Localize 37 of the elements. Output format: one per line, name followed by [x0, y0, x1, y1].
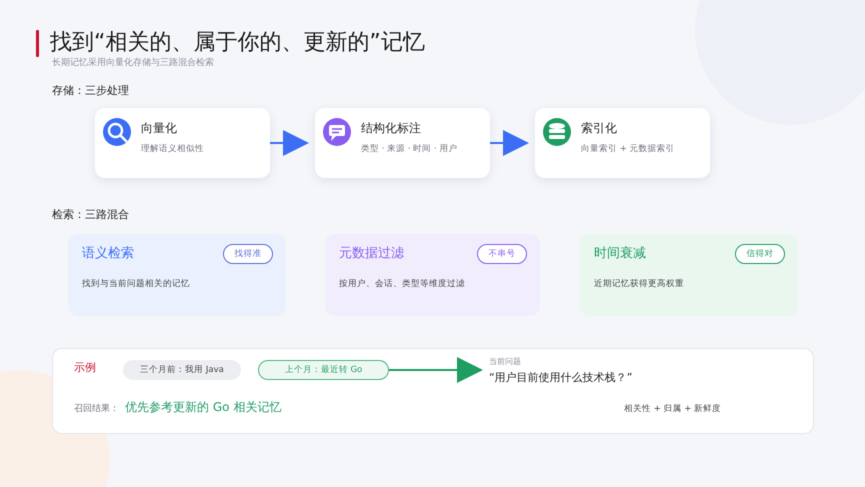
- example-panel: [52, 348, 814, 434]
- card-title: 元数据过滤: [339, 245, 404, 262]
- result-text: 优先参考更新的 Go 相关记忆: [125, 399, 282, 416]
- arrow: [270, 130, 309, 156]
- memory-pill: 三个月前：我用 Java: [123, 360, 241, 380]
- method-card: [325, 234, 540, 316]
- section-heading: 存储：三步处理: [52, 83, 129, 98]
- card-title: 索引化: [581, 120, 617, 137]
- method-card: [68, 234, 286, 316]
- card-title: 向量化: [141, 120, 177, 137]
- example-heading: 示例: [74, 360, 96, 375]
- method-card: [580, 234, 798, 316]
- question-text: “用户目前使用什么技术栈？”: [489, 370, 632, 385]
- card-title: 时间衰减: [594, 245, 646, 262]
- card-subtitle: 理解语义相似性: [141, 143, 204, 155]
- process-card: [535, 108, 710, 178]
- tag-badge: 找得准: [223, 244, 273, 264]
- card-description: 近期记忆获得更高权重: [594, 278, 684, 290]
- section-heading: 检索：三路混合: [52, 207, 129, 222]
- title: 找到“相关的、属于你的、更新的”记忆: [50, 29, 425, 57]
- memory-pill: 上个月：最近转 Go: [258, 360, 389, 380]
- tag-badge: 信得对: [735, 244, 785, 264]
- result-label: 召回结果：: [74, 402, 119, 415]
- card-description: 找到与当前问题相关的记忆: [82, 278, 190, 290]
- process-card: [315, 108, 490, 178]
- card-description: 按用户、会话、类型等维度过滤: [339, 278, 465, 290]
- arrow: [389, 357, 483, 383]
- subtitle: 长期记忆采用向量化存储与三路混合检索: [52, 56, 214, 69]
- card-title: 结构化标注: [361, 120, 421, 137]
- card-title: 语义检索: [82, 245, 134, 262]
- tag-badge: 不串号: [477, 244, 527, 264]
- criteria-text: 相关性 + 归属 + 新鲜度: [624, 403, 722, 415]
- card-subtitle: 向量索引 + 元数据索引: [581, 143, 675, 155]
- process-card: [95, 108, 270, 178]
- card-subtitle: 类型 · 来源 · 时间 · 用户: [361, 143, 458, 155]
- arrow: [490, 130, 529, 156]
- question-label: 当前问题: [489, 356, 521, 367]
